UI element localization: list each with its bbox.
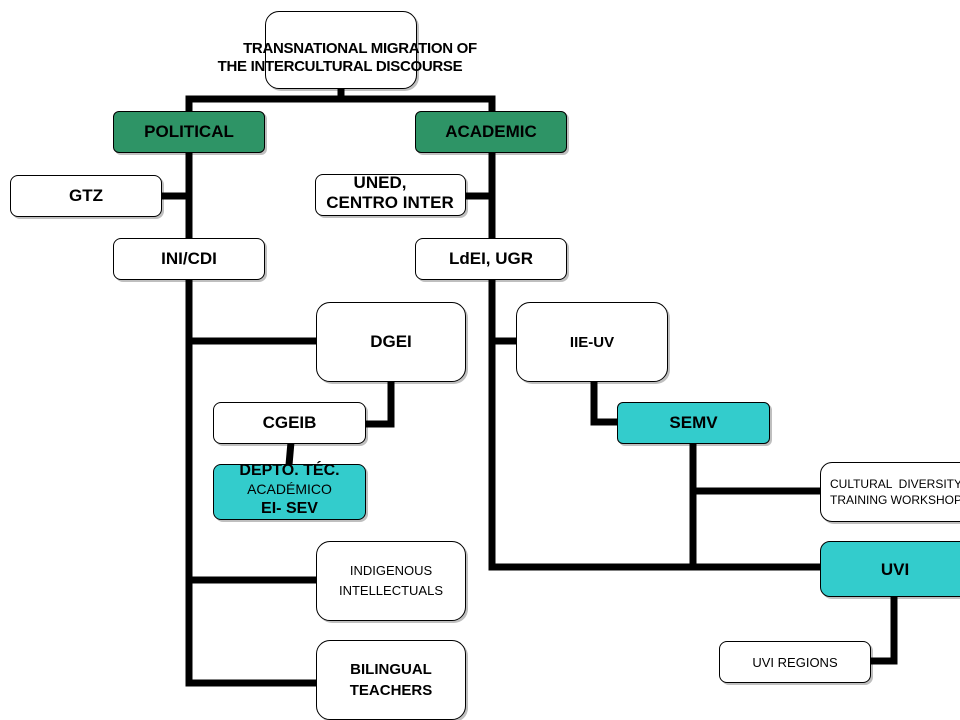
gtz-label: GTZ <box>69 186 103 205</box>
depto-label-line3: EI- SEV <box>261 499 318 517</box>
uvi-node[interactable]: UVI <box>820 541 960 597</box>
indigenous-intellectuals-node[interactable]: INDIGENOUS INTELLECTUALS <box>316 541 466 621</box>
dgei-label: DGEI <box>370 332 412 351</box>
cgeib-label: CGEIB <box>262 413 317 432</box>
depto-label-line1: DEPTO. TÉC. <box>239 461 340 479</box>
political-label: POLITICAL <box>144 122 234 141</box>
cgeib-node[interactable]: CGEIB <box>213 402 366 444</box>
uned-label-line2: CENTRO INTER <box>326 193 454 212</box>
ini-cdi-node[interactable]: INI/CDI <box>113 238 265 280</box>
ini-cdi-label: INI/CDI <box>161 249 217 268</box>
uvi-label: UVI <box>880 560 910 579</box>
root-node[interactable] <box>265 11 417 89</box>
uned-label-line1: UNED, <box>353 173 407 192</box>
indigenous-label-line2: INTELLECTUALS <box>338 583 444 598</box>
iie-uv-node[interactable]: IIE-UV <box>516 302 668 382</box>
semv-label: SEMV <box>669 413 718 432</box>
indigenous-label-line1: INDIGENOUS <box>349 563 433 578</box>
uned-node[interactable] <box>315 174 466 216</box>
bilingual-teachers-node[interactable]: BILINGUAL TEACHERS <box>316 640 466 720</box>
ldei-ugr-label: LdEI, UGR <box>448 249 534 268</box>
ldei-ugr-node[interactable]: LdEI, UGR <box>415 238 567 280</box>
uned-label: UNED, CENTRO INTER <box>300 173 480 213</box>
uvi-regions-label: UVI REGIONS <box>752 654 838 670</box>
semv-node[interactable]: SEMV <box>617 402 770 444</box>
academic-node[interactable]: ACADEMIC <box>415 111 567 153</box>
political-node[interactable]: POLITICAL <box>113 111 265 153</box>
depto-node[interactable]: DEPTO. TÉC. ACADÉMICO EI- SEV <box>213 461 366 520</box>
gtz-node[interactable]: GTZ <box>10 175 162 217</box>
depto-label-line2: ACADÉMICO <box>247 480 332 497</box>
bilingual-label-line2: TEACHERS <box>349 682 433 699</box>
uvi-regions-node[interactable]: UVI REGIONS <box>719 641 871 683</box>
cultural-diversity-label-line2: TRAINING WORKSHOP <box>829 493 960 507</box>
cultural-diversity-label-line1: CULTURAL DIVERSITY <box>829 477 960 491</box>
dgei-node[interactable]: DGEI <box>316 302 466 382</box>
root-label: TRANSNATIONAL MIGRATION OF THE INTERCULT… <box>160 40 520 76</box>
bilingual-label-line1: BILINGUAL <box>350 661 432 678</box>
root-label-line1: TRANSNATIONAL MIGRATION OF <box>243 40 477 57</box>
cultural-diversity-node[interactable]: CULTURAL DIVERSITY TRAINING WORKSHOP <box>820 462 960 522</box>
root-label-line2: THE INTERCULTURAL DISCOURSE <box>217 58 463 75</box>
academic-label: ACADEMIC <box>445 122 537 141</box>
iie-uv-label: IIE-UV <box>569 333 615 351</box>
